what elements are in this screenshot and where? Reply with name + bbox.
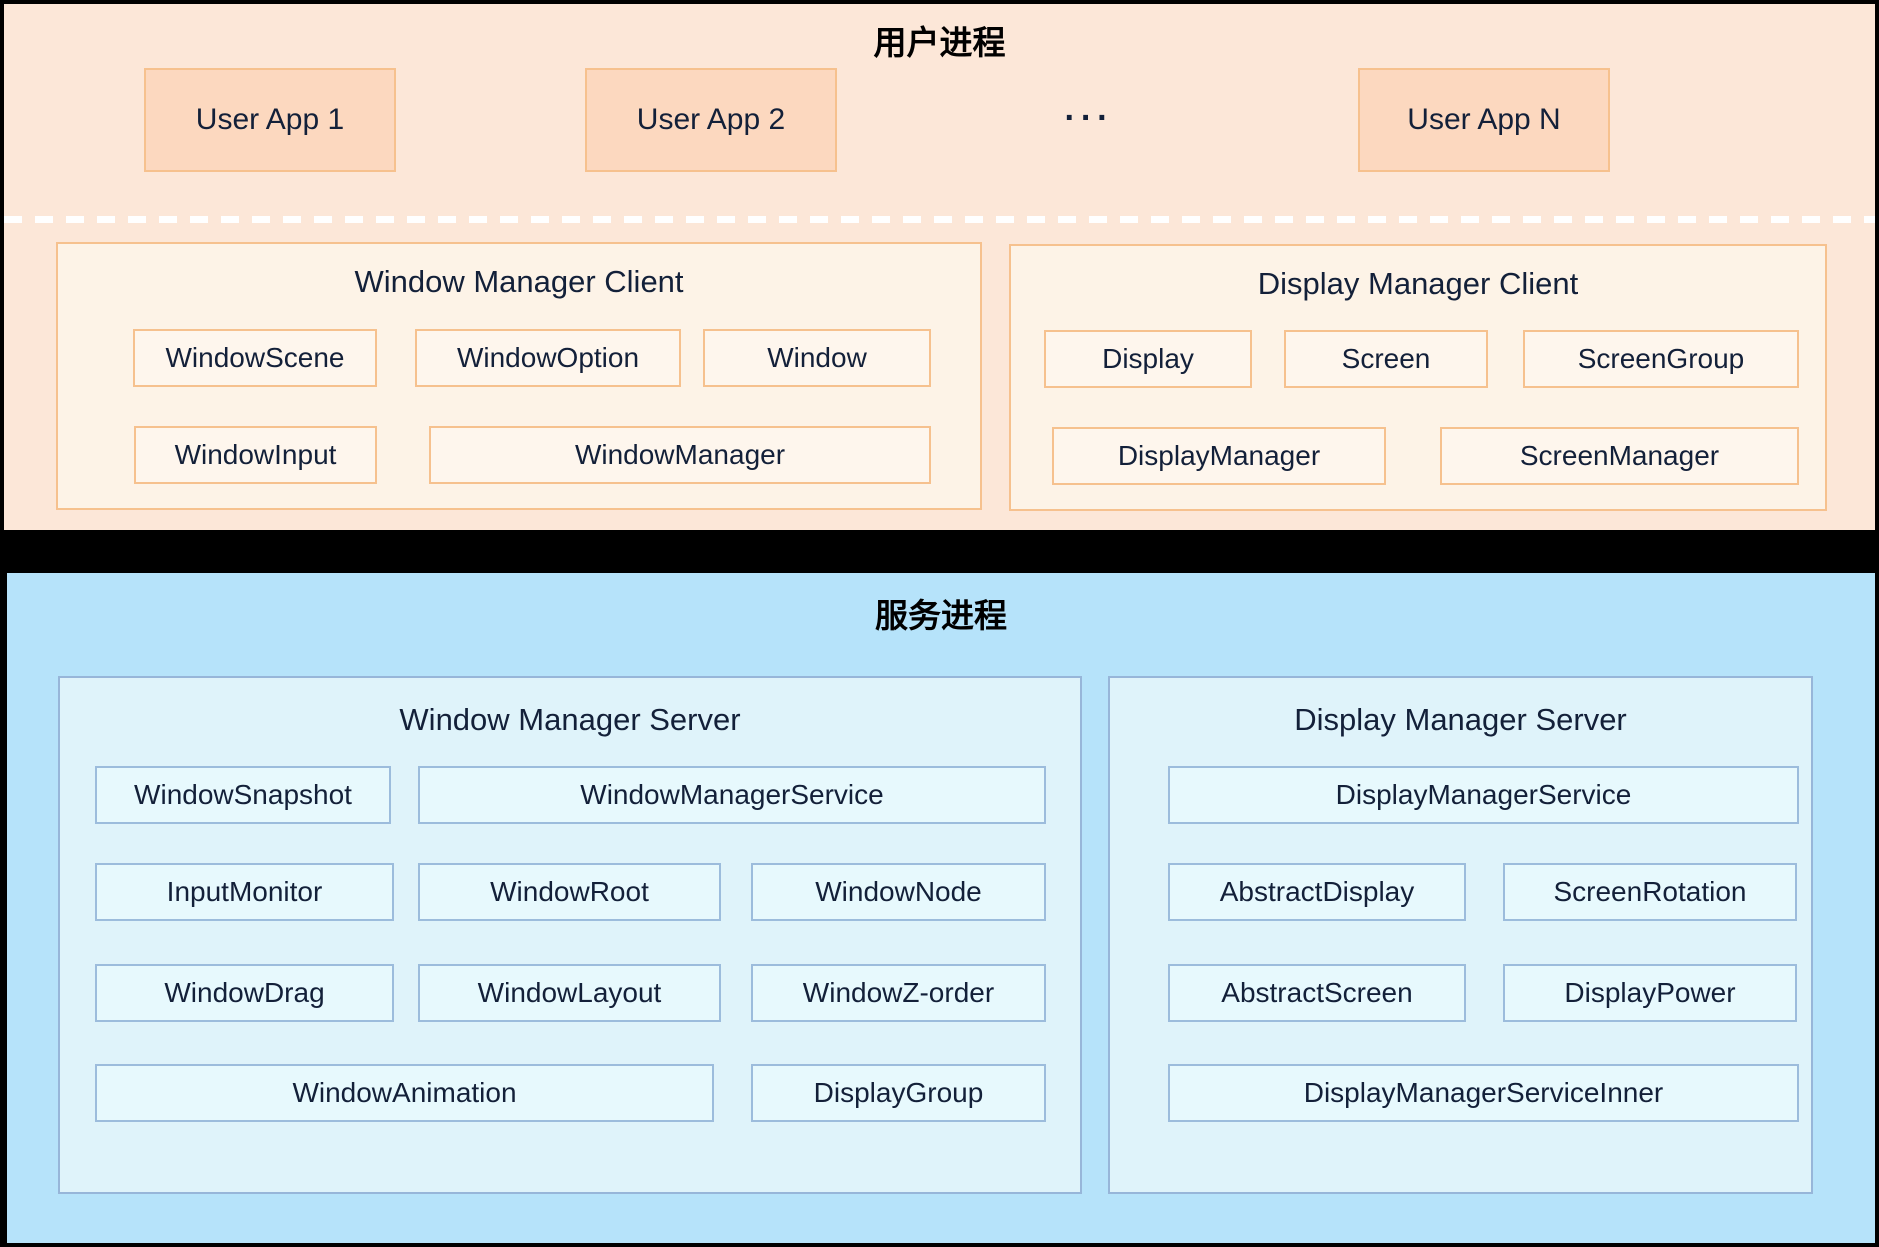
user-process-title: 用户进程 — [873, 24, 1006, 61]
window-manager-server-title: Window Manager Server — [399, 702, 741, 737]
user-app-n-box: User App N — [1358, 68, 1610, 172]
displaygroup-box: DisplayGroup — [751, 1064, 1046, 1122]
screen-box: Screen — [1284, 330, 1488, 388]
inputmonitor-box: InputMonitor — [95, 863, 394, 921]
apps-ellipsis: ··· — [1064, 98, 1114, 137]
displaymanager-box: DisplayManager — [1052, 427, 1386, 485]
abstractscreen-box: AbstractScreen — [1168, 964, 1466, 1022]
window-manager-server-panel: Window Manager Server WindowSnapshot Win… — [58, 676, 1082, 1194]
service-process-title: 服务进程 — [875, 597, 1007, 634]
windownode-box: WindowNode — [751, 863, 1046, 921]
windowdrag-box: WindowDrag — [95, 964, 394, 1022]
windowroot-box: WindowRoot — [418, 863, 721, 921]
display-manager-server-title: Display Manager Server — [1294, 702, 1627, 737]
user-app-1-box: User App 1 — [144, 68, 396, 172]
screenmanager-box: ScreenManager — [1440, 427, 1799, 485]
display-manager-client-title: Display Manager Client — [1257, 266, 1579, 301]
windowmanagerservice-box: WindowManagerService — [418, 766, 1046, 824]
window-box: Window — [703, 329, 931, 387]
screenrotation-box: ScreenRotation — [1503, 863, 1797, 921]
windowoption-box: WindowOption — [415, 329, 681, 387]
screengroup-box: ScreenGroup — [1523, 330, 1799, 388]
displaymanagerserviceinner-box: DisplayManagerServiceInner — [1168, 1064, 1799, 1122]
windowscene-box: WindowScene — [133, 329, 377, 387]
display-manager-server-panel: Display Manager Server DisplayManagerSer… — [1108, 676, 1813, 1194]
user-process-zone: 用户进程 User App 1 User App 2 ··· User App … — [4, 4, 1875, 530]
window-manager-client-title: Window Manager Client — [354, 264, 684, 299]
windowanimation-box: WindowAnimation — [95, 1064, 714, 1122]
displaymanagerservice-box: DisplayManagerService — [1168, 766, 1799, 824]
display-manager-client-panel: Display Manager Client Display Screen Sc… — [1009, 244, 1827, 511]
window-manager-client-panel: Window Manager Client WindowScene Window… — [56, 242, 982, 510]
windowinput-box: WindowInput — [134, 426, 377, 484]
user-app-2-box: User App 2 — [585, 68, 837, 172]
displaypower-box: DisplayPower — [1503, 964, 1797, 1022]
windowz-order-box: WindowZ-order — [751, 964, 1046, 1022]
service-process-zone: 服务进程 Window Manager Server WindowSnapsho… — [7, 573, 1875, 1243]
windowlayout-box: WindowLayout — [418, 964, 721, 1022]
abstractdisplay-box: AbstractDisplay — [1168, 863, 1466, 921]
windowsnapshot-box: WindowSnapshot — [95, 766, 391, 824]
display-box: Display — [1044, 330, 1252, 388]
windowmanager-box: WindowManager — [429, 426, 931, 484]
process-boundary-dashed-line — [4, 216, 1875, 223]
